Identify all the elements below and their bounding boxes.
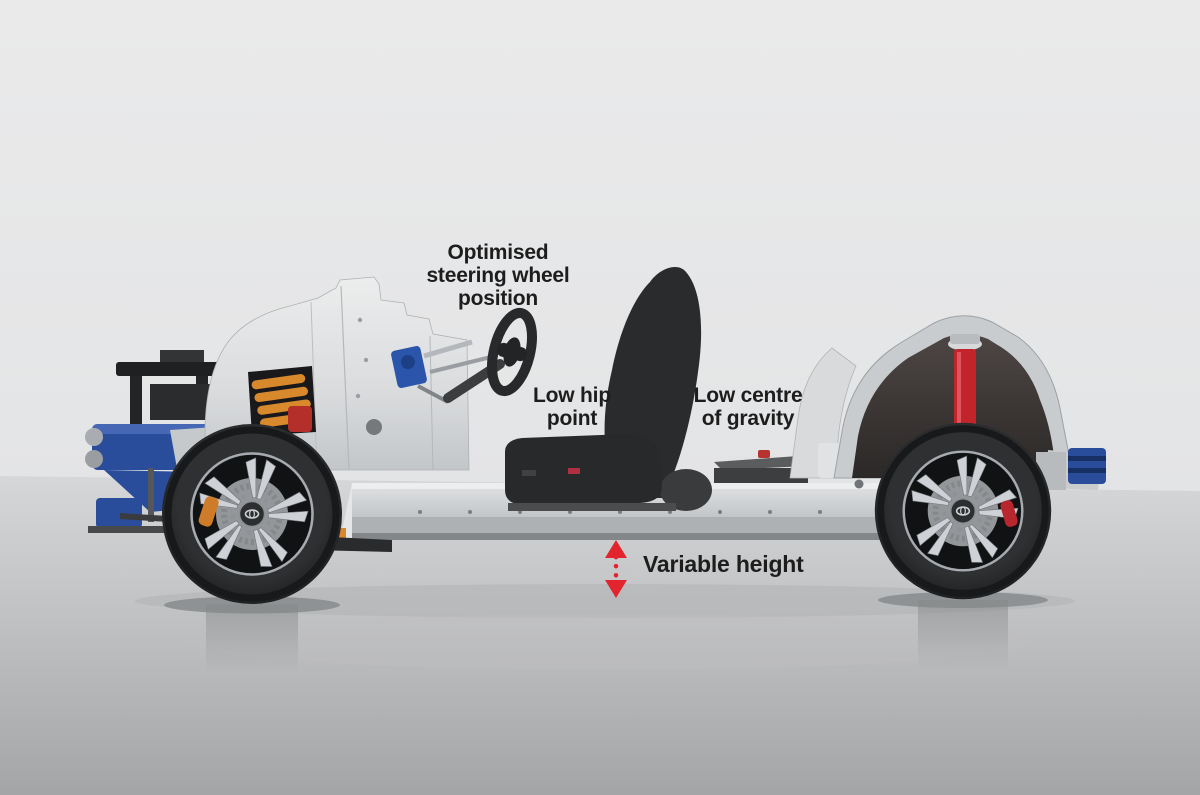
hip-point-label: Low hip point <box>533 384 611 430</box>
rear-wheel <box>875 423 1051 599</box>
car-shadow <box>135 584 1075 674</box>
front-brake-caliper <box>198 496 219 527</box>
seat-recliner <box>660 469 712 511</box>
front-wheel <box>162 424 342 604</box>
rear-blue-module <box>1068 448 1106 484</box>
seat-tag <box>568 468 580 474</box>
driver-seat <box>505 267 712 511</box>
centre-of-gravity-label: Low centre of gravity <box>693 384 803 430</box>
rear-brake-caliper <box>1000 500 1018 527</box>
variable-height-arrow <box>605 540 627 598</box>
chassis-body <box>204 276 470 471</box>
pillar-hole <box>366 419 382 435</box>
steering-assembly <box>391 307 537 404</box>
variable-height-label: Variable height <box>643 551 804 577</box>
seat-cushion <box>505 434 662 505</box>
steering-position-label: Optimised steering wheel position <box>426 241 570 310</box>
front-damper <box>288 406 312 432</box>
steering-wheel <box>487 307 537 397</box>
